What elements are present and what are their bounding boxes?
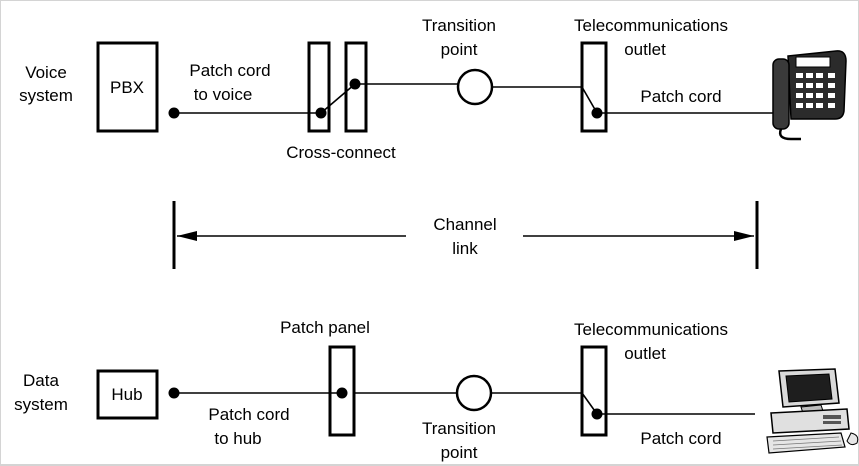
cross-connect-block-left [307,41,331,133]
data-patch-cord-label-2: to hub [214,429,261,448]
voice-system-label-2: system [19,86,73,105]
voice-patch-cord-label-1: Patch cord [189,61,270,80]
pbx-box [96,41,159,133]
voice-transition-point [456,68,494,106]
data-outlet-label-2: outlet [624,344,666,363]
data-transition-point [455,374,493,412]
data-transition-label-2: point [441,443,478,462]
voice-outlet-label-1: Telecommunications [574,16,728,35]
data-end-patch-cord-label: Patch cord [640,429,721,448]
voice-transition-label-1: Transition [422,16,496,35]
voice-system-label-1: Voice [25,63,67,82]
computer-icon [766,368,859,454]
hub-label: Hub [111,385,142,404]
hub-box [96,369,159,420]
pbx-label: PBX [110,78,144,97]
voice-patch-cord-label-2: to voice [194,85,253,104]
patch-panel-box [328,345,356,437]
voice-outlet-box [580,41,608,133]
cross-connect-jumper [320,83,356,114]
channel-label-1: Channel [433,215,496,234]
data-system-label-2: system [14,395,68,414]
voice-transition-label-2: point [441,40,478,59]
voice-end-patch-cord-label: Patch cord [640,87,721,106]
patch-panel-label: Patch panel [280,318,370,337]
data-outlet-box [580,345,608,437]
data-transition-label-1: Transition [422,419,496,438]
telephone-icon [772,50,847,141]
patch-panel-dot [336,387,348,399]
data-system-label-1: Data [23,371,59,390]
cross-connect-block-right [344,41,368,133]
channel-label-2: link [452,239,478,258]
data-outlet-label-1: Telecommunications [574,320,728,339]
voice-outlet-label-2: outlet [624,40,666,59]
data-patch-cord-label-1: Patch cord [208,405,289,424]
cross-connect-label: Cross-connect [286,143,396,162]
